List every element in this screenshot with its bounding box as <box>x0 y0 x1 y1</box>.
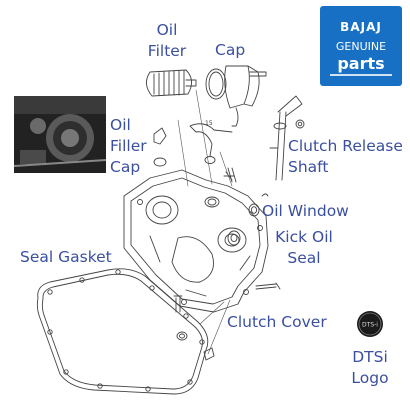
bolts-part <box>173 71 281 361</box>
label-seal-gasket: Seal Gasket <box>20 248 112 266</box>
oil-filler-cap-part <box>153 127 167 167</box>
label-clutch-release-shaft: Clutch Release Shaft <box>288 137 403 176</box>
kick-oil-seal-part <box>227 230 241 246</box>
logo-brand: BAJAJ <box>340 20 382 34</box>
logo-underline <box>330 74 392 76</box>
part-number-15: 15 <box>205 120 213 127</box>
oil-window-part <box>248 193 269 217</box>
engine-photo <box>14 96 106 173</box>
label-oil-filter: Oil Filter <box>147 21 187 60</box>
clutch-release-shaft-part <box>269 95 305 181</box>
dtsi-emblem-text: DTS-i <box>362 322 378 329</box>
cap-part <box>205 65 267 127</box>
bajaj-genuine-parts-logo: BAJAJ GENUINE parts <box>320 6 402 86</box>
logo-genuine: GENUINE <box>335 40 387 53</box>
label-clutch-cover: Clutch Cover <box>227 313 327 331</box>
logo-parts: parts <box>337 54 385 73</box>
leader-lines <box>177 89 233 355</box>
label-oil-window: Oil Window <box>262 202 349 220</box>
oil-filter-part <box>146 69 197 97</box>
engine-photo-inset <box>14 96 106 173</box>
label-oil-filler-cap: Oil Filler Cap <box>110 116 147 176</box>
seal-gasket-part <box>36 268 209 395</box>
clutch-cover-part <box>123 169 269 313</box>
label-cap: Cap <box>215 41 246 59</box>
label-kick-oil-seal: Kick Oil Seal <box>275 228 333 267</box>
oil-pipe-part <box>189 123 235 181</box>
label-dtsi-logo: DTSi Logo <box>351 348 389 387</box>
dtsi-logo-emblem: DTS-i <box>357 311 383 337</box>
